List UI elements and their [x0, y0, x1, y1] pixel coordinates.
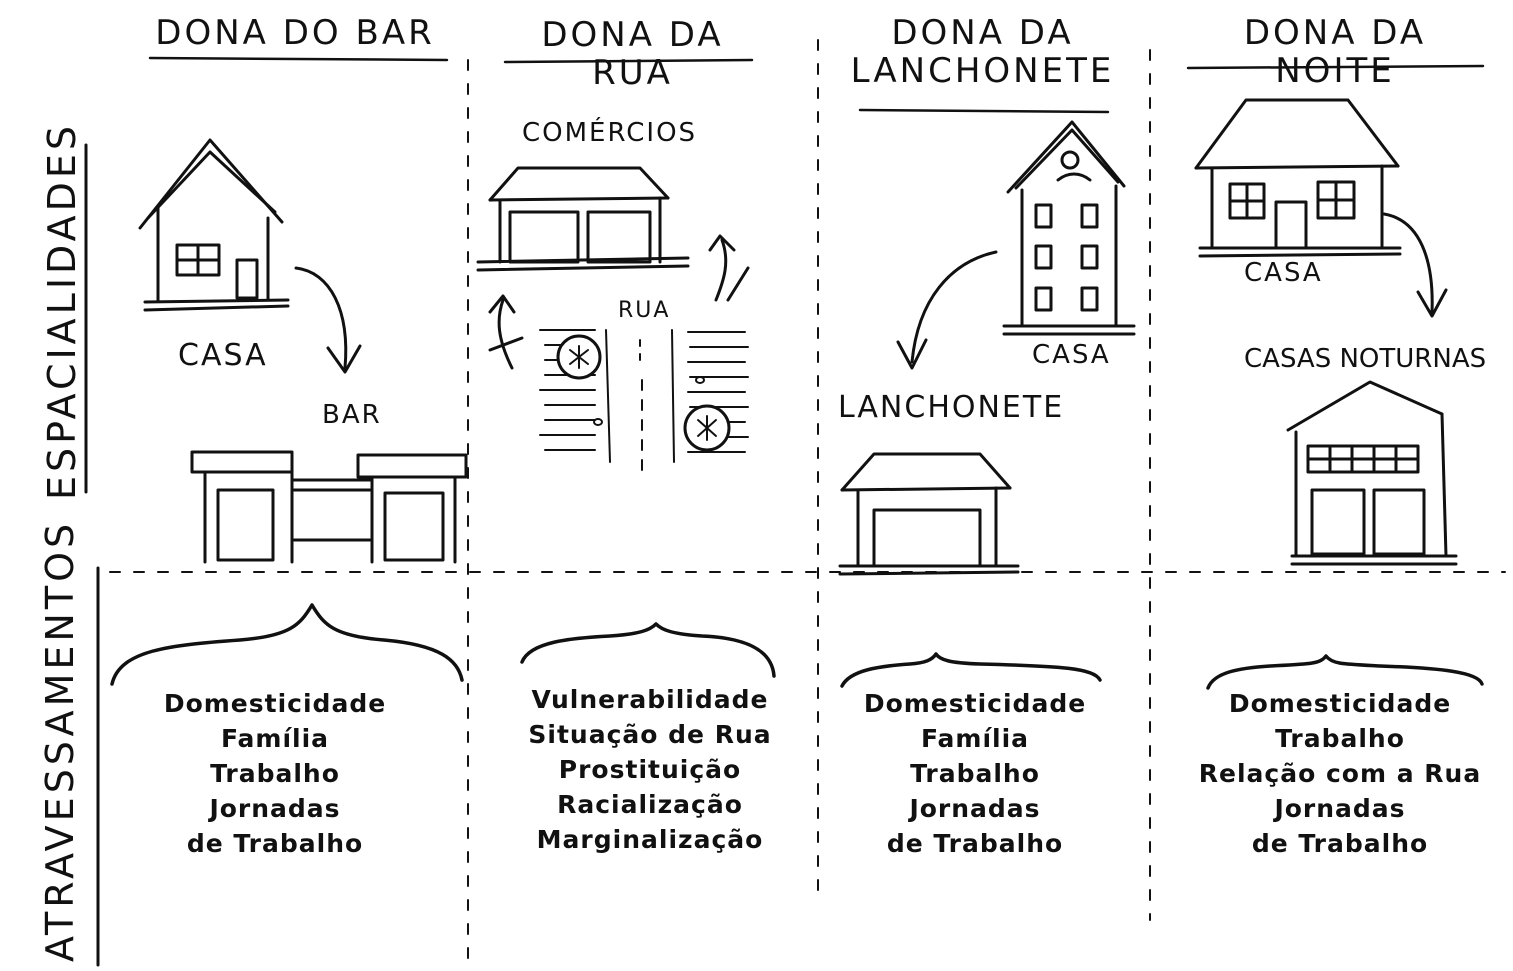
nightclub-building-icon [1286, 380, 1458, 566]
list-item: Relação com a Rua [1198, 759, 1482, 788]
list-item: Prostituição [558, 755, 742, 784]
arrow-icon [294, 266, 362, 374]
arrow-icon [488, 294, 524, 370]
commerce-building-icon [476, 166, 690, 272]
list-item: Vulnerabilidade [531, 685, 769, 714]
place-label: CASA [1244, 258, 1323, 288]
place-label: LANCHONETE [838, 390, 1065, 425]
list-item: Domesticidade [163, 689, 387, 718]
list-item: Racialização [557, 790, 743, 819]
crossings-list: Domesticidade Trabalho Relação com a Rua… [1180, 686, 1500, 861]
list-item: de Trabalho [186, 829, 364, 858]
column-title-line: DONA DA [891, 13, 1074, 53]
row-label-spatialities: ESPACIALIDADES [40, 121, 84, 500]
list-item: de Trabalho [1251, 829, 1429, 858]
list-item: Jornadas [209, 794, 341, 823]
list-item: Jornadas [909, 794, 1041, 823]
curly-brace-icon [110, 603, 1484, 690]
list-item: Marginalização [536, 825, 764, 854]
wide-house-icon [1194, 98, 1402, 258]
list-item: Situação de Rua [528, 720, 772, 749]
list-item: de Trabalho [886, 829, 1064, 858]
street-map-icon [539, 329, 749, 471]
place-label: CASAS NOTURNAS [1244, 344, 1487, 374]
list-item: Domesticidade [863, 689, 1087, 718]
column-title: DONA DA NOITE [1243, 13, 1427, 92]
place-label: CASA [178, 338, 268, 373]
list-item: Domesticidade [1228, 689, 1452, 718]
tall-house-icon [1002, 120, 1136, 336]
list-item: Trabalho [210, 759, 340, 788]
column-title: DONA DA LANCHONETE [845, 14, 1120, 90]
place-label: COMÉRCIOS [522, 118, 698, 148]
arrow-icon [896, 250, 998, 370]
list-item: Família [920, 724, 1030, 753]
row-label-lines [84, 143, 100, 967]
list-item: Jornadas [1274, 794, 1406, 823]
grid-dividers [109, 39, 1506, 961]
place-label: RUA [618, 298, 671, 323]
place-label: BAR [322, 400, 382, 430]
crossings-list: Domesticidade Família Trabalho Jornadas … [830, 686, 1120, 861]
column-title-line: LANCHONETE [850, 51, 1115, 92]
crossings-list: Domesticidade Família Trabalho Jornadas … [130, 686, 420, 861]
arrow-icon [1382, 212, 1448, 318]
column-title: DONA DA RUA [541, 15, 724, 94]
arrow-icon [708, 234, 750, 302]
crossings-list: Vulnerabilidade Situação de Rua Prostitu… [500, 682, 800, 857]
title-underlines [148, 56, 1485, 114]
row-label-crossings: ATRAVESSAMENTOS [38, 519, 82, 962]
house-icon [138, 138, 290, 312]
bar-building-icon [190, 450, 468, 564]
list-item: Trabalho [1275, 724, 1405, 753]
snack-bar-icon [838, 452, 1020, 576]
column-title: DONA DO BAR [155, 13, 435, 53]
place-label: CASA [1032, 340, 1111, 370]
list-item: Trabalho [910, 759, 1040, 788]
list-item: Família [220, 724, 330, 753]
